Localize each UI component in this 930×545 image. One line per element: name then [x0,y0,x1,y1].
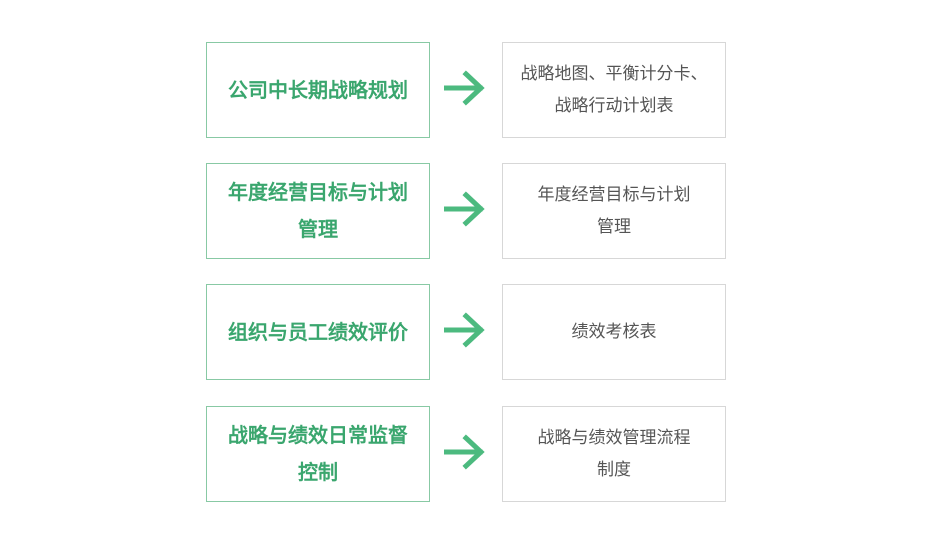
tool-label-line-2: 战略行动计划表 [554,96,674,116]
tool-label-line-1: 战略与绩效管理流程 [537,428,691,448]
flow-row-4: 战略与绩效日常监督 控制 战略与绩效管理流程 制度 [206,406,726,504]
tool-box-performance-table: 绩效考核表 [502,284,726,380]
tool-label-line-1: 战略地图、平衡计分卡、 [520,64,708,84]
tool-box-process-system: 战略与绩效管理流程 制度 [502,406,726,502]
stage-label-line-1: 年度经营目标与计划 [228,180,408,204]
arrow-right-icon [444,191,485,227]
stage-label-line-1: 战略与绩效日常监督 [228,423,408,447]
tool-box-strategy-map: 战略地图、平衡计分卡、 战略行动计划表 [502,42,726,138]
tool-label: 绩效考核表 [571,322,657,342]
arrow-right-icon [444,434,485,470]
flow-row-1: 公司中长期战略规划 战略地图、平衡计分卡、 战略行动计划表 [206,42,726,140]
tool-label-line-1: 年度经营目标与计划 [537,185,691,205]
arrow-right-icon [444,70,485,106]
stage-box-performance-evaluation: 组织与员工绩效评价 [206,284,430,380]
stage-label: 组织与员工绩效评价 [228,319,408,344]
tool-label-line-2: 制度 [597,460,631,480]
stage-box-annual-goals: 年度经营目标与计划 管理 [206,163,430,259]
stage-box-strategy-planning: 公司中长期战略规划 [206,42,430,138]
arrow-right-icon [444,312,485,348]
stage-label-line-2: 控制 [298,460,338,484]
tool-box-annual-goals: 年度经营目标与计划 管理 [502,163,726,259]
flow-row-3: 组织与员工绩效评价 绩效考核表 [206,284,726,382]
tool-label-line-2: 管理 [597,217,631,237]
flow-row-2: 年度经营目标与计划 管理 年度经营目标与计划 管理 [206,163,726,261]
stage-box-monitoring-control: 战略与绩效日常监督 控制 [206,406,430,502]
stage-label-line-2: 管理 [298,217,338,241]
stage-label: 公司中长期战略规划 [228,77,408,102]
